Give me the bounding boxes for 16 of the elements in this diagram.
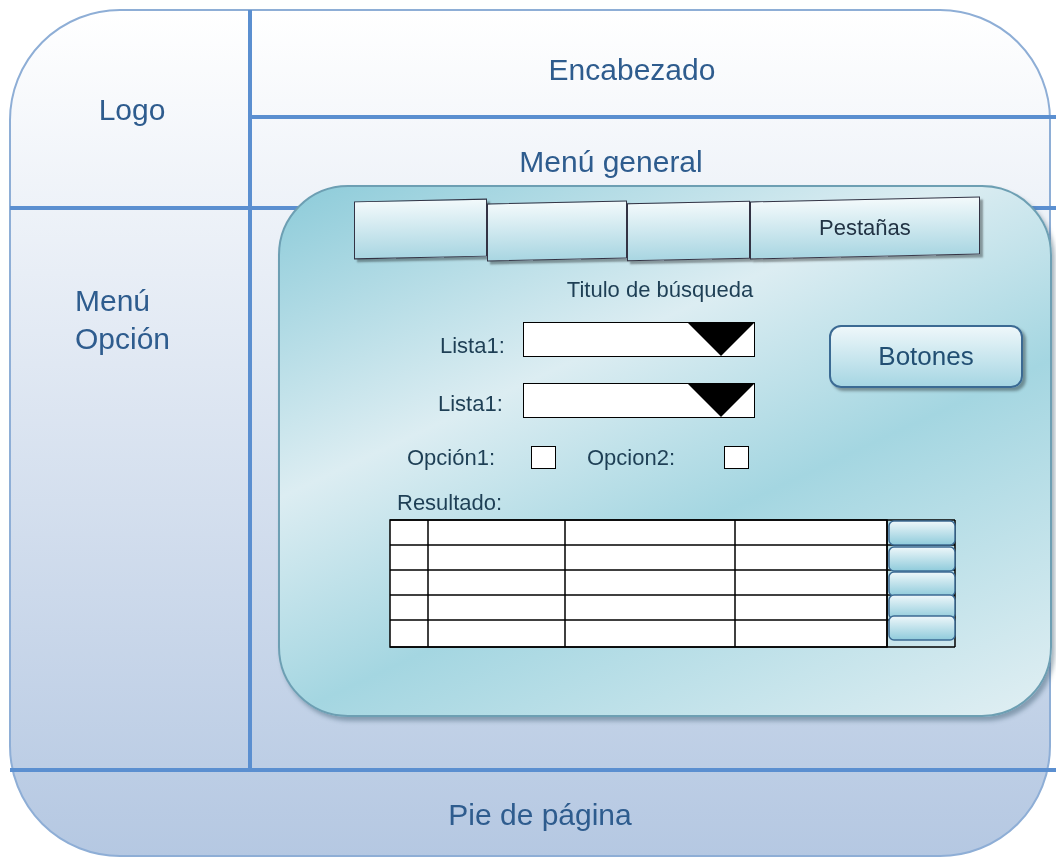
tab: Pestañas (750, 196, 980, 260)
checkbox-label: Opcion2: (587, 445, 676, 472)
corner-section-label: Logo (98, 91, 166, 129)
button: Botones (829, 325, 1023, 388)
main-menu-label: Menú general (519, 143, 703, 181)
checkbox-label: Opción1: (407, 445, 496, 472)
tab (487, 200, 627, 262)
field-label: Lista1: (440, 333, 505, 360)
side-menu-label: Menú Opción (75, 282, 205, 357)
footer-label: Pie de página (448, 796, 632, 834)
tab (354, 198, 487, 260)
field-label: Lista1: (438, 391, 503, 418)
search-title: Titulo de búsqueda (566, 276, 754, 304)
results-label: Resultado: (397, 490, 503, 517)
tab (627, 200, 750, 262)
header-label: Encabezado (548, 51, 716, 89)
